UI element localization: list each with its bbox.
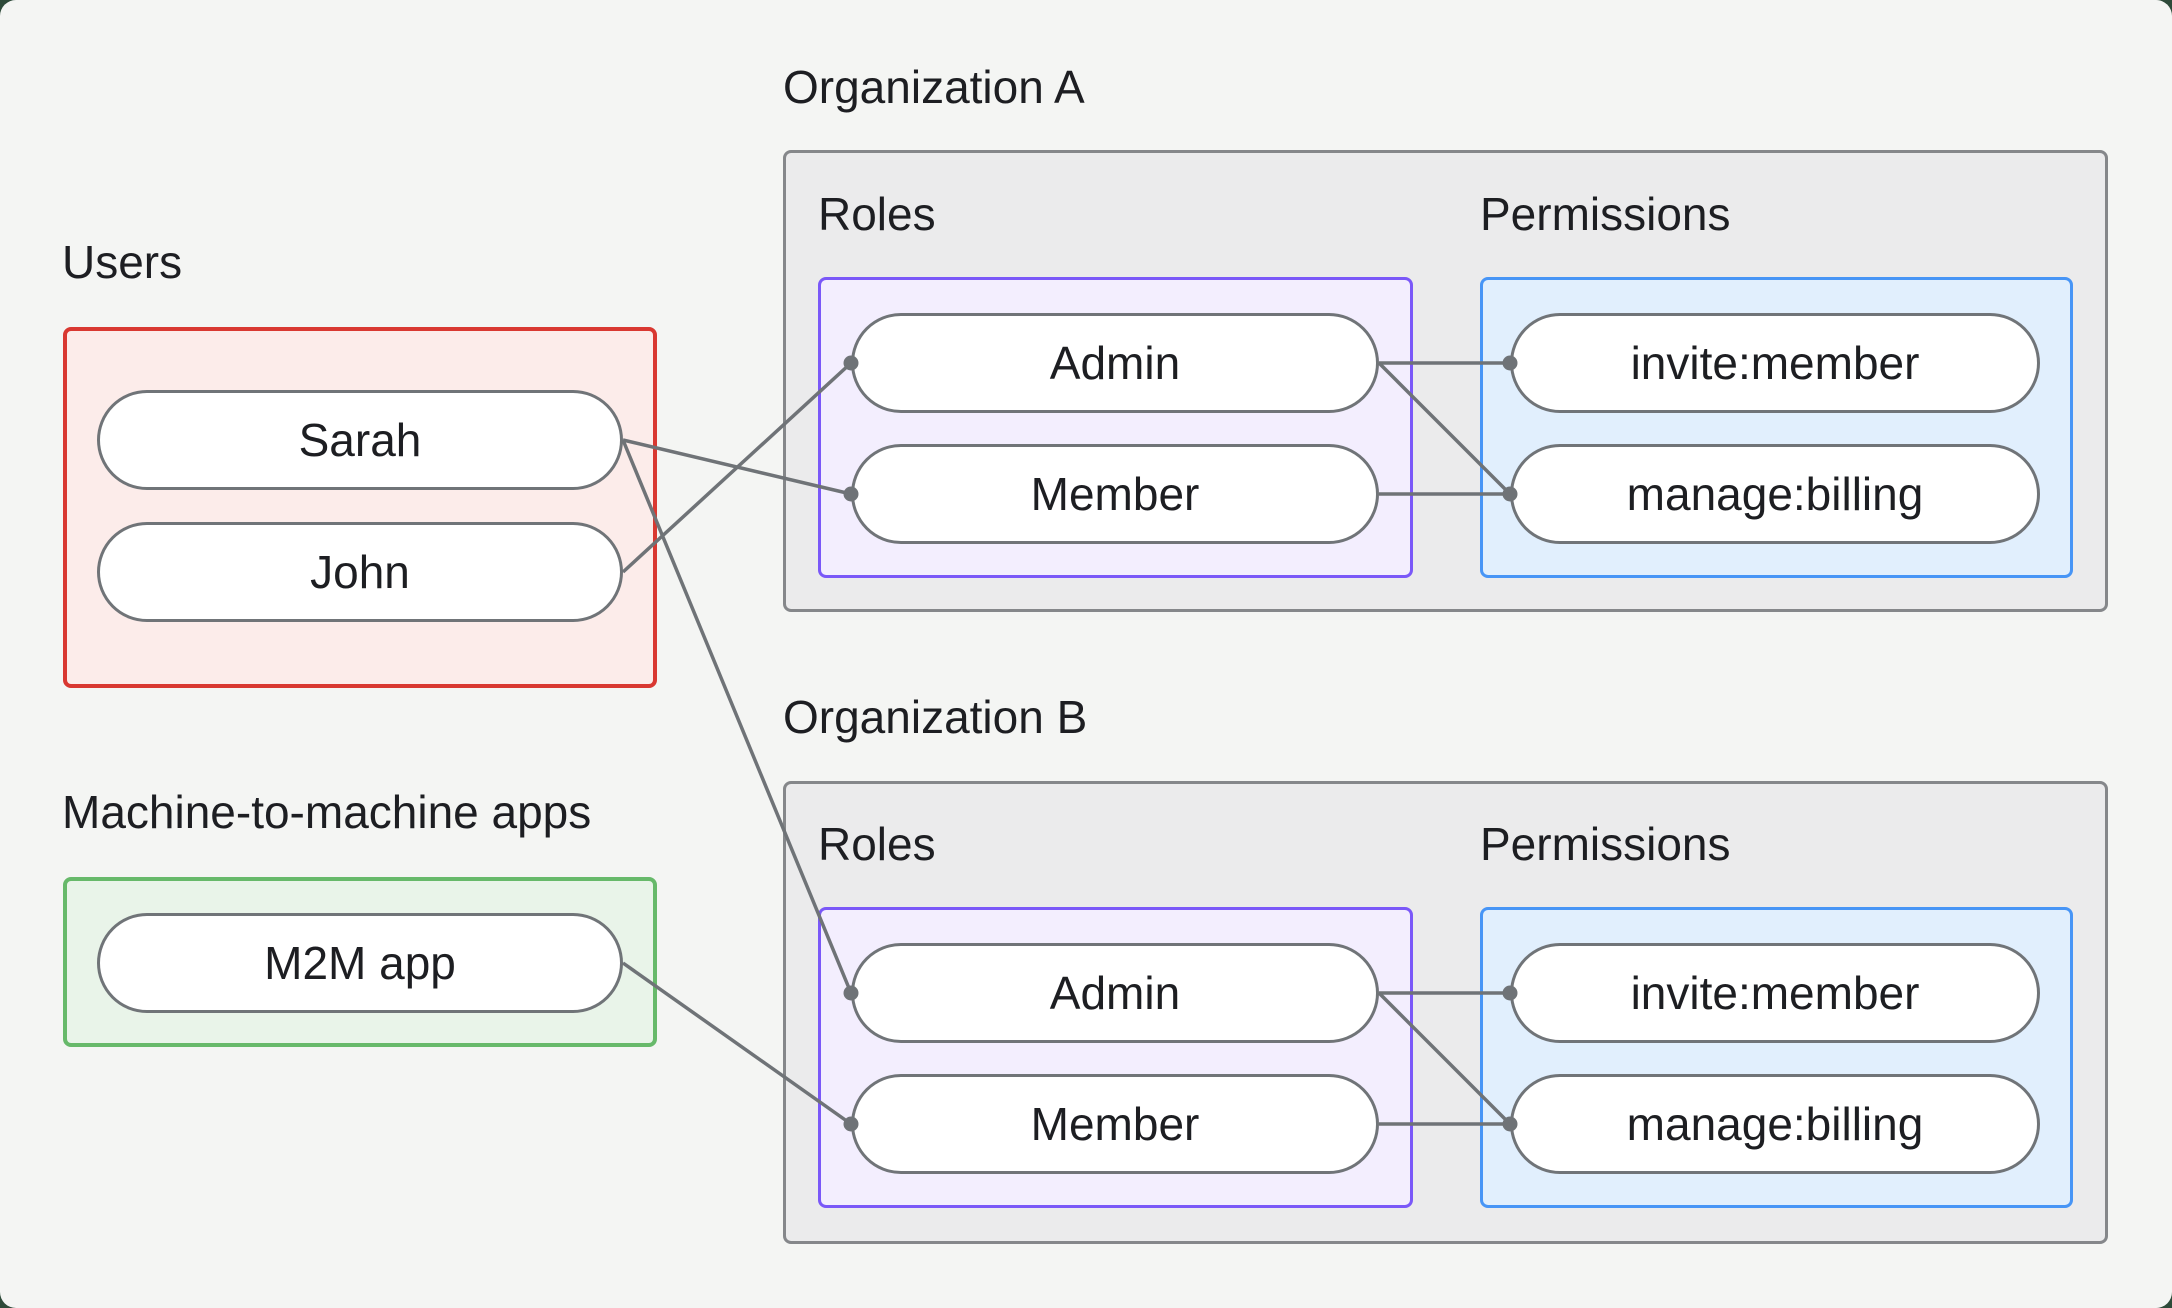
org-a-title: Organization A bbox=[783, 61, 1085, 113]
org-b-role-member-label: Member bbox=[1030, 1098, 1200, 1150]
org-b-permissions-label: Permissions bbox=[1480, 818, 1731, 870]
org-b-role-admin-label: Admin bbox=[1049, 967, 1181, 1019]
m2m-pill-app-label: M2M app bbox=[264, 937, 456, 989]
org-a-perm-manage-billing-label: manage:billing bbox=[1626, 468, 1924, 520]
org-a-role-pill-admin: Admin bbox=[851, 313, 1379, 413]
org-b-perm-pill-manage-billing: manage:billing bbox=[1510, 1074, 2040, 1174]
org-b-perm-manage-billing-label: manage:billing bbox=[1626, 1098, 1924, 1150]
users-label: Users bbox=[62, 236, 183, 288]
user-pill-john-label: John bbox=[310, 546, 410, 598]
org-a-perm-invite-member-label: invite:member bbox=[1630, 337, 1920, 389]
org-b-role-pill-admin: Admin bbox=[851, 943, 1379, 1043]
org-a-role-admin-label: Admin bbox=[1049, 337, 1181, 389]
users-box bbox=[63, 327, 657, 688]
org-b-title: Organization B bbox=[783, 691, 1088, 743]
org-b-perm-pill-invite-member: invite:member bbox=[1510, 943, 2040, 1043]
org-a-permissions-label: Permissions bbox=[1480, 188, 1731, 240]
org-a-perm-pill-invite-member: invite:member bbox=[1510, 313, 2040, 413]
org-b-role-pill-member: Member bbox=[851, 1074, 1379, 1174]
m2m-pill-app: M2M app bbox=[97, 913, 623, 1013]
org-b-perm-invite-member-label: invite:member bbox=[1630, 967, 1920, 1019]
org-a-role-member-label: Member bbox=[1030, 468, 1200, 520]
org-a-roles-label: Roles bbox=[818, 188, 936, 240]
org-b-roles-label: Roles bbox=[818, 818, 936, 870]
user-pill-john: John bbox=[97, 522, 623, 622]
org-a-role-pill-member: Member bbox=[851, 444, 1379, 544]
org-a-perm-pill-manage-billing: manage:billing bbox=[1510, 444, 2040, 544]
m2m-label: Machine-to-machine apps bbox=[62, 786, 592, 838]
user-pill-sarah: Sarah bbox=[97, 390, 623, 490]
user-pill-sarah-label: Sarah bbox=[298, 414, 422, 466]
